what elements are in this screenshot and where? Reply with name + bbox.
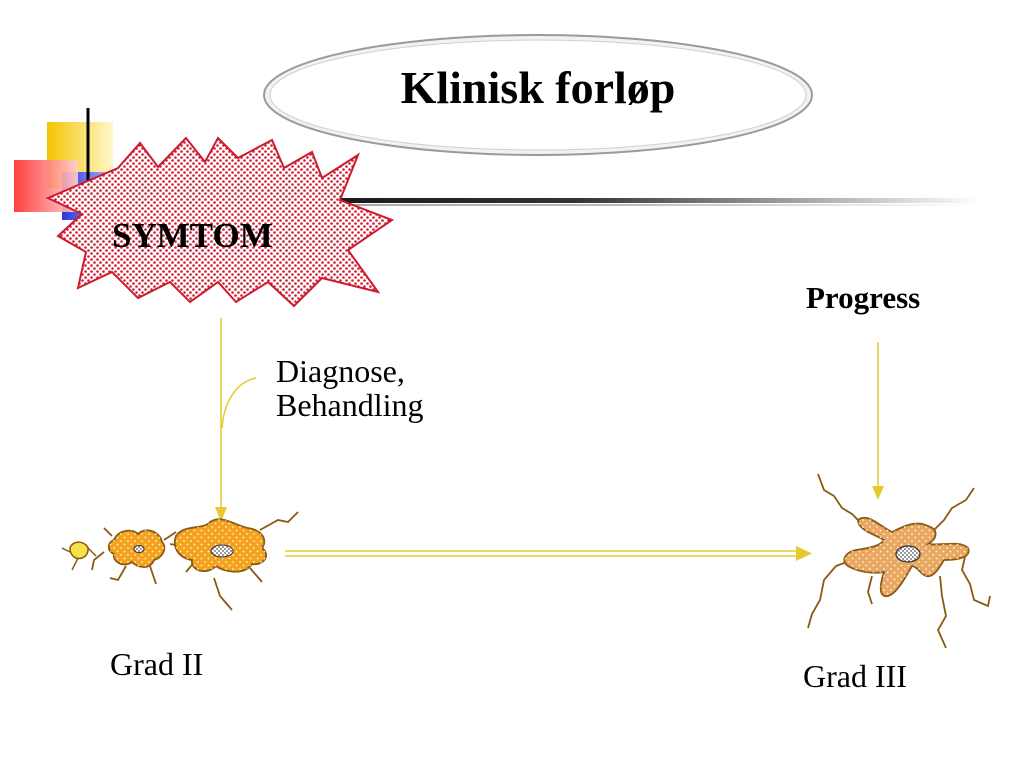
astrocyte-cell-icon (61, 541, 97, 571)
astrocyte-cell-icon (807, 473, 991, 649)
astrocyte-cell-icon (91, 527, 177, 585)
high-grade-cell (807, 473, 991, 649)
grade-low-label: Grad II (110, 646, 204, 682)
grade-high-label: Grad III (803, 658, 907, 694)
diagnosis-bracket (221, 377, 257, 429)
diagnosis-label-line1: Diagnose, (276, 353, 405, 389)
progress-label: Progress (806, 280, 921, 315)
diagnosis-label-line2: Behandling (276, 387, 424, 423)
diagnosis-label: Diagnose, Behandling (276, 354, 424, 422)
title-ellipse (263, 34, 813, 156)
progression-arrow (285, 546, 812, 561)
astrocyte-cell-icon (169, 511, 299, 611)
arrow-progress (872, 342, 884, 500)
header-rule (80, 198, 980, 206)
symptom-label: SYMTOM (112, 216, 273, 255)
slide-title: Klinisk forløp (400, 62, 676, 113)
arrow-to-diagnosis (215, 318, 227, 522)
burst-star-icon (45, 136, 395, 308)
low-grade-cells (61, 511, 299, 611)
